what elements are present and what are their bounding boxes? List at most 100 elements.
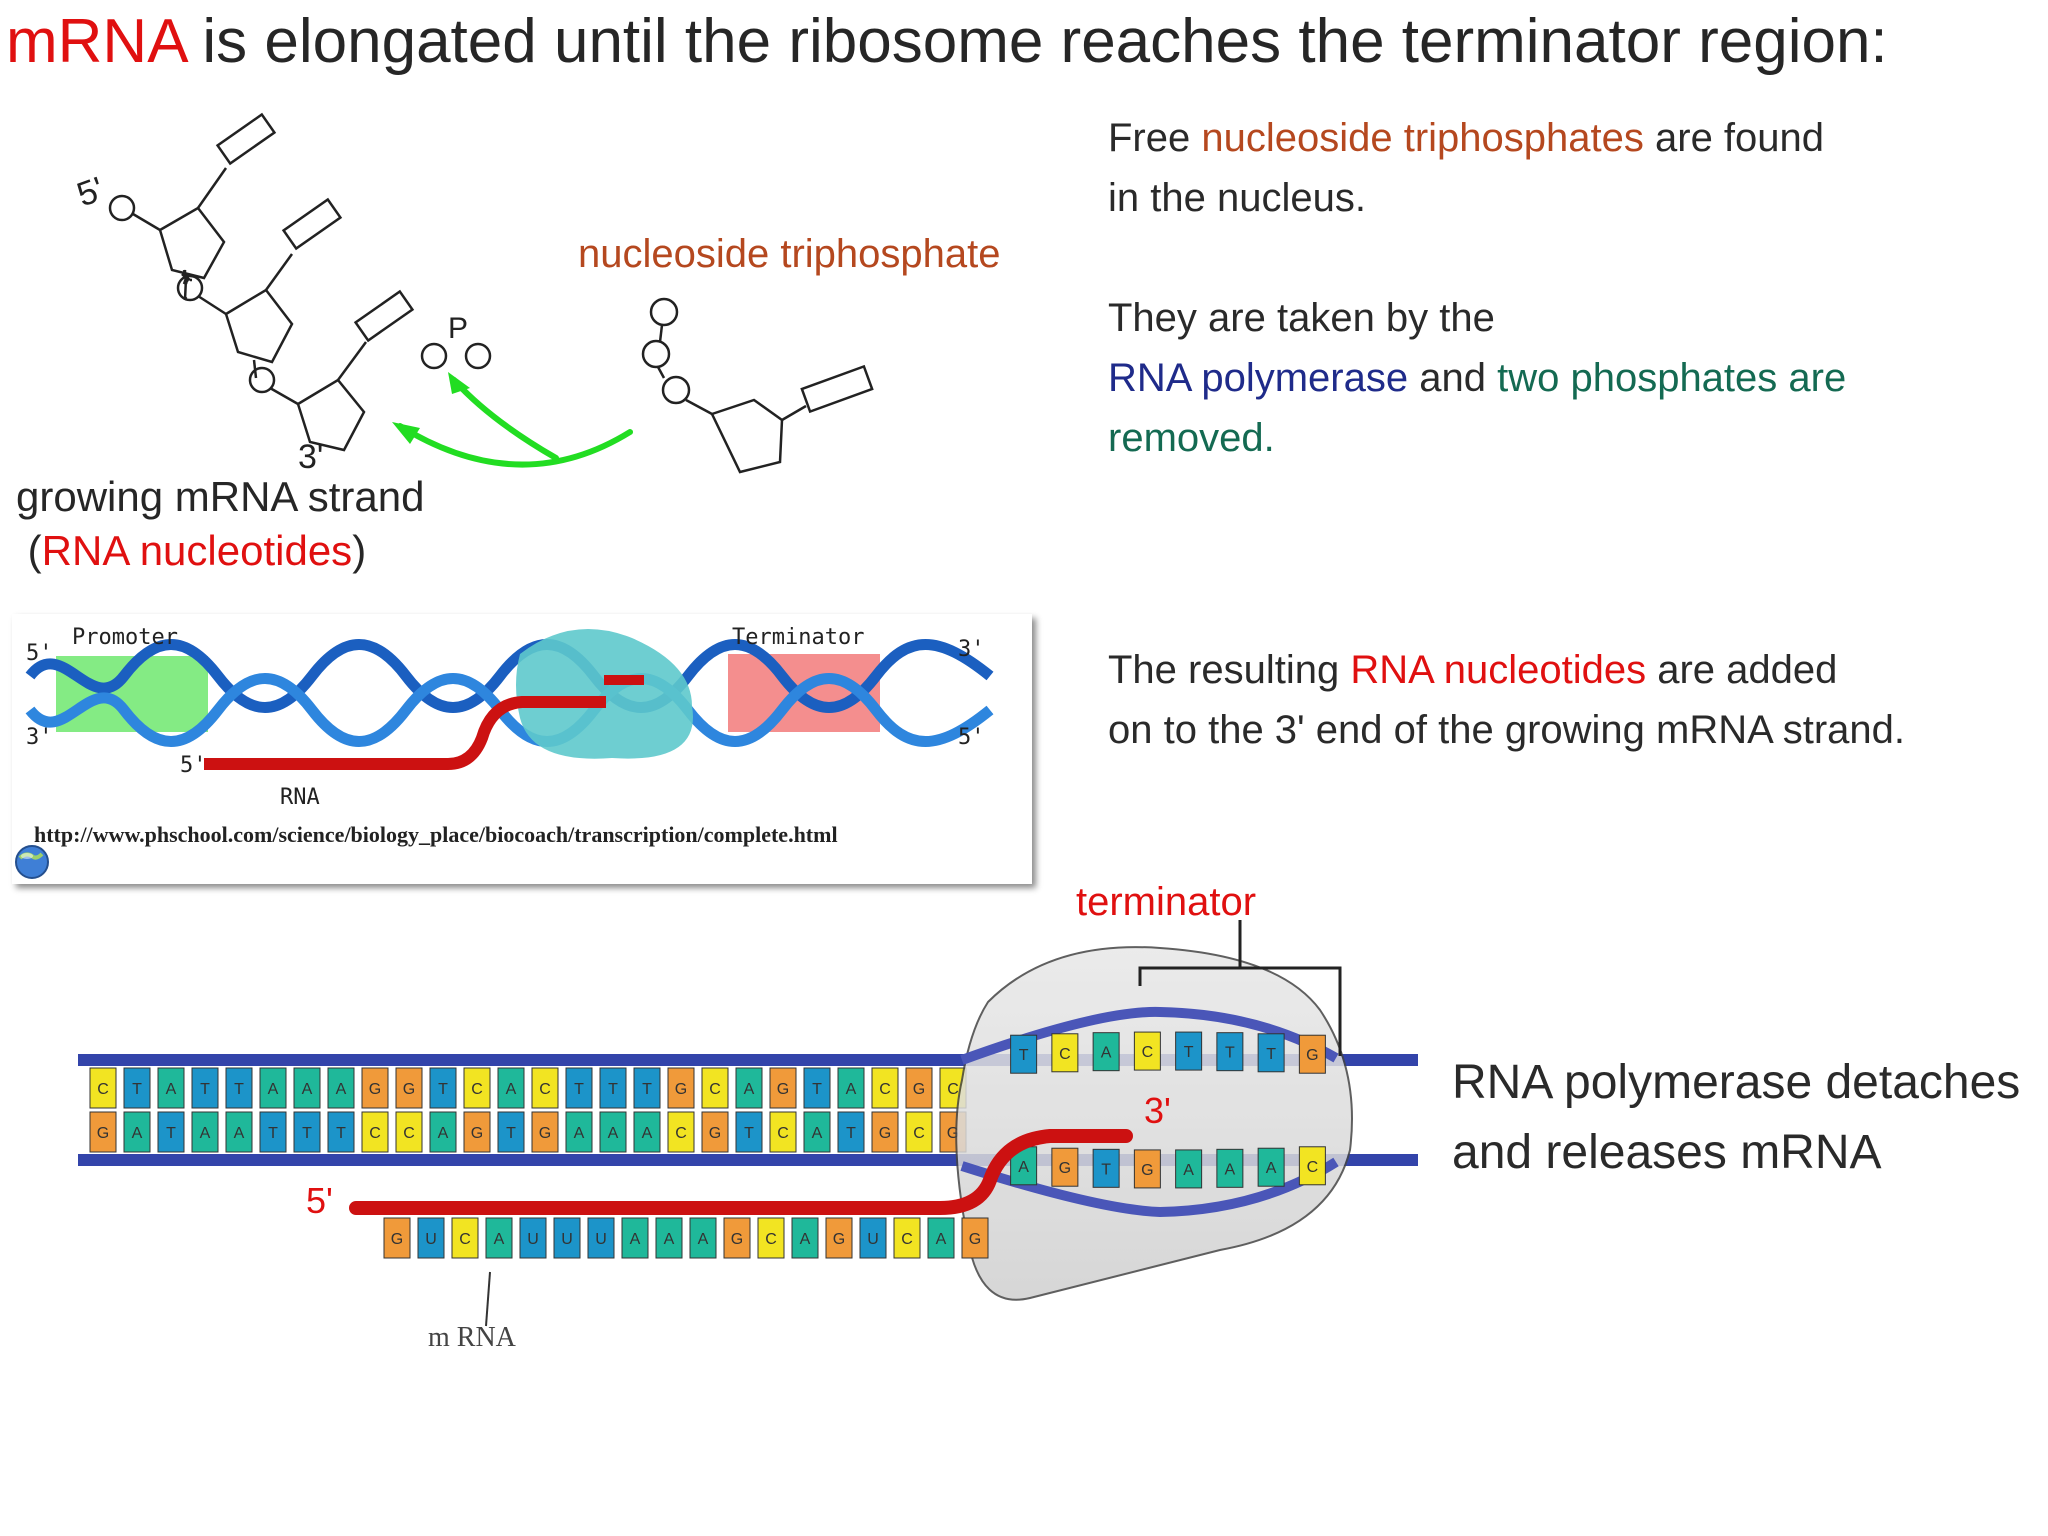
mrna-base [655, 1217, 683, 1259]
dna-base-top [463, 1067, 491, 1109]
dna-base-bottom [905, 1111, 933, 1153]
bubble-base-bottom [1298, 1146, 1326, 1186]
highlight-nucleoside-triphosphates: nucleoside triphosphates [1201, 116, 1644, 160]
dna-base-bottom-letter: T [166, 1125, 176, 1142]
mrna-base [587, 1217, 615, 1259]
dna-base-top [361, 1067, 389, 1109]
globe-icon[interactable] [12, 842, 52, 882]
bubble-base-bottom-letter: A [1183, 1162, 1194, 1179]
bubble-base-top [1257, 1033, 1285, 1073]
dna-base-bottom [395, 1111, 423, 1153]
dna-base-top [225, 1067, 253, 1109]
arrow-phosphates [451, 377, 559, 461]
dna-base-bottom [565, 1111, 593, 1153]
dna-base-top-letter: A [506, 1081, 517, 1098]
dna-base-bottom-letter: C [403, 1125, 415, 1142]
label-5prime-right: 5' [958, 725, 985, 750]
dna-base-bottom [531, 1111, 559, 1153]
label-5prime: 5' [72, 170, 109, 214]
bubble-base-bottom-letter: A [1266, 1160, 1277, 1177]
dna-base-top-letter: C [947, 1081, 959, 1098]
dna-base-top-letter: A [302, 1081, 313, 1098]
mrna-base-letter: C [765, 1231, 777, 1248]
mrna-base [791, 1217, 819, 1259]
label-3prime-left: 3' [26, 725, 53, 750]
dna-base-bottom-letter: A [642, 1125, 653, 1142]
transcription-overview-svg: Promoter Terminator RNA 5' 3' 3' 5' 5' [25, 625, 994, 810]
highlight-rna-nucleotides: RNA nucleotides [1350, 648, 1647, 692]
dna-base-bottom-letter: C [777, 1125, 789, 1142]
bubble-base-top-letter: C [1059, 1046, 1071, 1063]
label-terminator: Terminator [732, 625, 864, 650]
dna-base-bottom-letter: T [268, 1125, 278, 1142]
bubble-base-bottom-letter: C [1307, 1159, 1319, 1176]
dna-base-top-letter: T [132, 1081, 142, 1098]
dna-base-bottom [871, 1111, 899, 1153]
label-5prime-detail: 5' [306, 1180, 333, 1221]
label-5prime-left: 5' [26, 641, 53, 666]
mrna-base-letter: G [731, 1231, 743, 1248]
mrna-base [553, 1217, 581, 1259]
bubble-base-bottom [1257, 1147, 1285, 1187]
dna-base-top-letter: G [675, 1081, 687, 1098]
bubble-base-top-letter: T [1266, 1046, 1276, 1063]
highlight-rna-polymerase: RNA polymerase [1108, 356, 1409, 400]
bubble-base-top [1175, 1031, 1203, 1071]
dna-base-bottom [803, 1111, 831, 1153]
dna-base-bottom-letter: G [471, 1125, 483, 1142]
dna-base-bottom [701, 1111, 729, 1153]
paragraph-free-nucleosides: Free nucleoside triphosphates are found … [1108, 116, 1825, 220]
dna-base-bottom [463, 1111, 491, 1153]
mrna-base [519, 1217, 547, 1259]
dna-base-top-letter: T [812, 1081, 822, 1098]
base-block [281, 197, 343, 251]
dna-base-bottom [837, 1111, 865, 1153]
dna-base-top [531, 1067, 559, 1109]
arrowhead [448, 372, 470, 394]
phosphate-circle [108, 194, 136, 222]
dna-base-top-letter: C [709, 1081, 721, 1098]
mrna-pointer [485, 1271, 491, 1327]
dna-base-top [633, 1067, 661, 1109]
rna-transcript [204, 696, 606, 770]
ribose-ring [710, 398, 784, 474]
dna-base-bottom-letter: A [132, 1125, 143, 1142]
dna-base-bottom [497, 1111, 525, 1153]
dna-base-top [735, 1067, 763, 1109]
mrna-base [485, 1217, 513, 1259]
base-block [215, 112, 277, 166]
dna-base-bottom-letter: A [234, 1125, 245, 1142]
arrowhead [392, 422, 420, 444]
dna-base-top [89, 1067, 117, 1109]
mrna-base-letter: G [391, 1231, 403, 1248]
paragraph-polymerase: They are taken by the RNA polymerase and… [1108, 296, 1847, 460]
mrna-base [689, 1217, 717, 1259]
bubble-base-top-letter: G [1306, 1047, 1318, 1064]
dna-base-bottom-letter: T [846, 1125, 856, 1142]
dna-base-bottom-letter: G [879, 1125, 891, 1142]
dna-base-bottom [157, 1111, 185, 1153]
base-block [800, 364, 874, 414]
mrna-base-letter: A [936, 1231, 947, 1248]
highlight-two-phosphates: two phosphates are [1497, 356, 1847, 400]
dna-base-top [191, 1067, 219, 1109]
dna-base-bottom-letter: C [675, 1125, 687, 1142]
bubble-base-top [1216, 1032, 1244, 1072]
dna-base-bottom-letter: A [812, 1125, 823, 1142]
mrna-base [757, 1217, 785, 1259]
dna-base-bottom-letter: T [336, 1125, 346, 1142]
mrna-base-letter: C [459, 1231, 471, 1248]
source-url-link[interactable]: http://www.phschool.com/science/biology_… [34, 822, 838, 847]
mrna-base-letter: A [664, 1231, 675, 1248]
label-5prime-rna: 5' [180, 753, 207, 778]
dna-base-top [327, 1067, 355, 1109]
label-3prime-detail: 3' [1144, 1090, 1171, 1131]
rna-polymerase-blob [516, 629, 693, 759]
dna-base-bottom-letter: G [709, 1125, 721, 1142]
title-rest: is elongated until the ribosome reaches … [185, 7, 1888, 76]
dna-base-top [701, 1067, 729, 1109]
mrna-base [417, 1217, 445, 1259]
